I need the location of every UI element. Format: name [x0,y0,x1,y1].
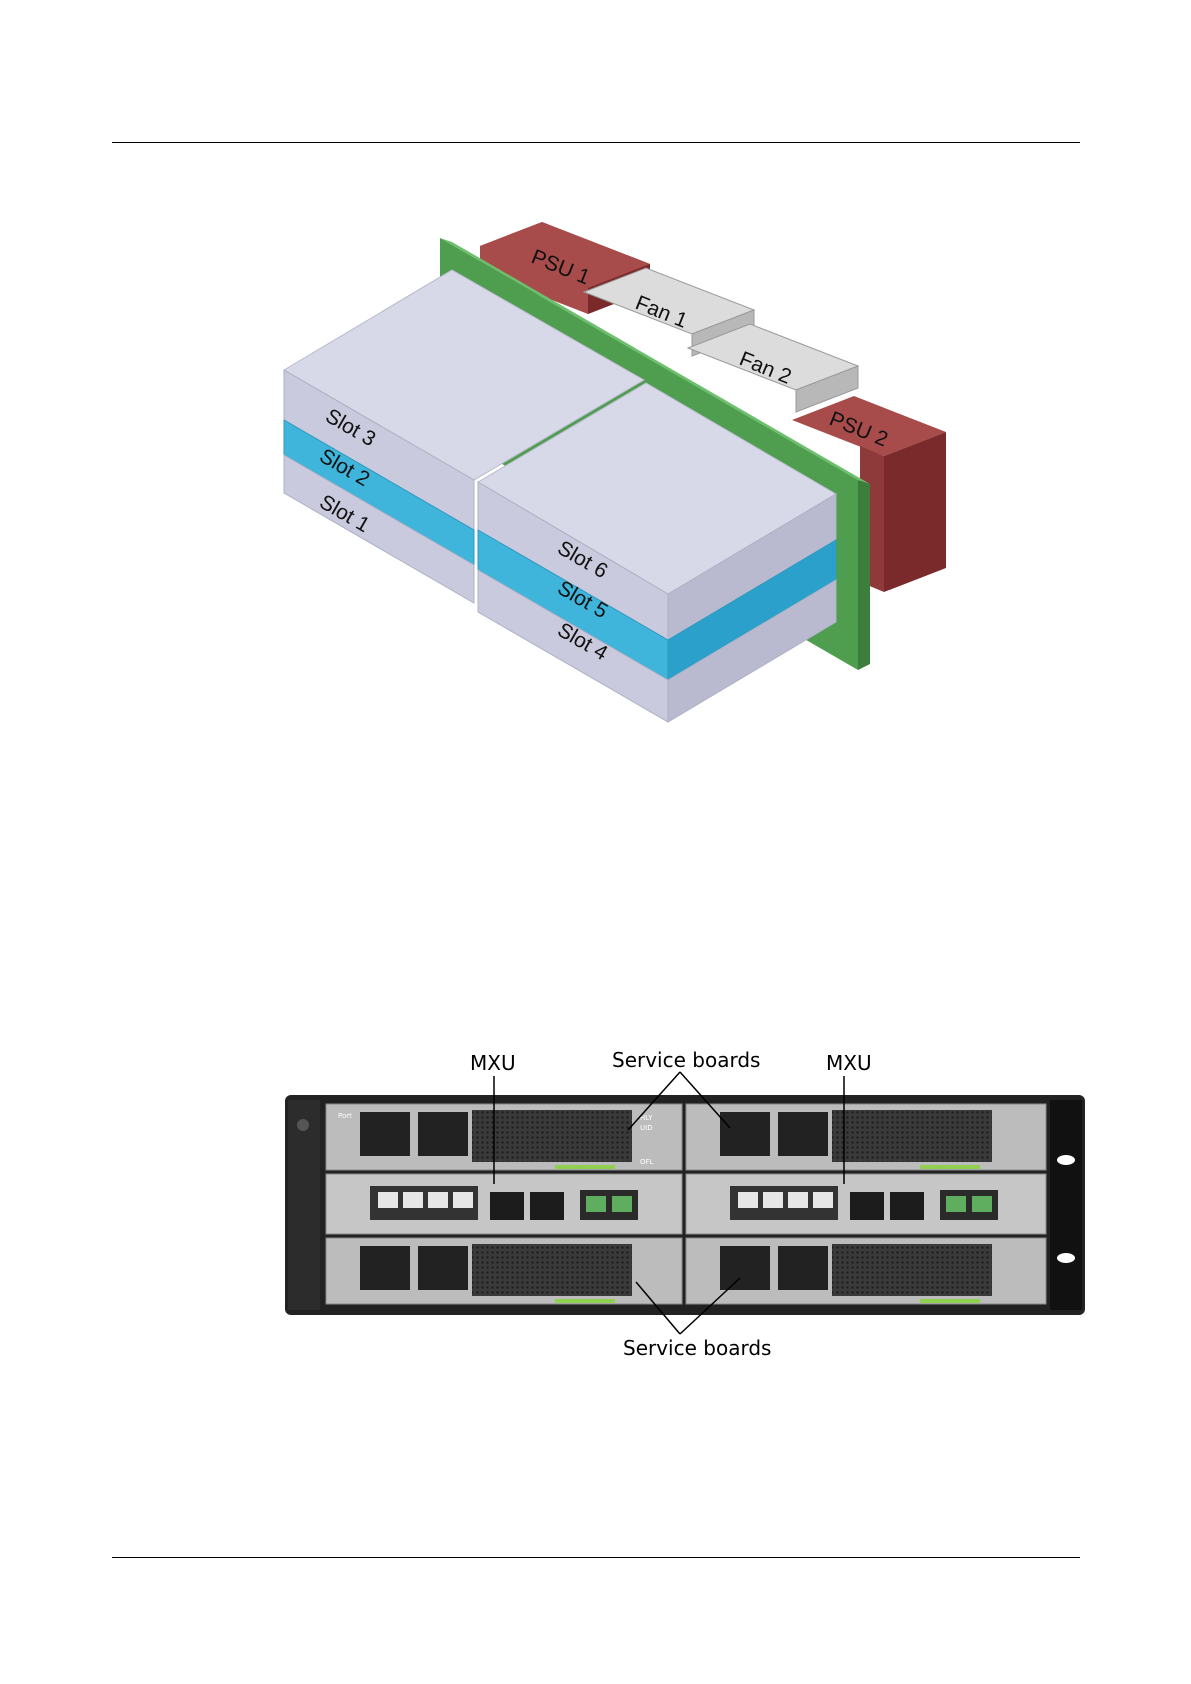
left-mounting-ear [288,1100,320,1310]
logo-icon [297,1119,309,1131]
service-boards-callout-bottom: Service boards [623,1336,771,1360]
service-board-top-left: Port [326,1104,682,1170]
mxu-callout-right: MXU [826,1051,872,1075]
mxu-board-right [686,1174,1046,1234]
mxu-board-left [326,1174,682,1234]
right-mounting-ear [1050,1100,1082,1310]
mounting-hole-icon [1057,1155,1075,1165]
service-board-bottom-left [326,1238,682,1304]
port-label: Port [338,1112,352,1120]
footer-rule [112,1557,1080,1558]
uid-indicator-label: UID [640,1124,653,1132]
mxu-callout-left: MXU [470,1051,516,1075]
service-boards-callout-top: Service boards [612,1048,760,1072]
slot-layout-diagram: PSU 1 Fan 1 Fan 2 PSU 2 Slot 3 Slot 2 Sl… [0,0,1191,760]
chassis-front-photo: MXU Service boards MXU Service boards Po… [0,1020,1191,1380]
mounting-hole-icon [1057,1253,1075,1263]
service-board-bottom-right [686,1238,1046,1304]
service-board-top-right [686,1104,1046,1170]
ofl-indicator-label: OFL [640,1158,654,1166]
